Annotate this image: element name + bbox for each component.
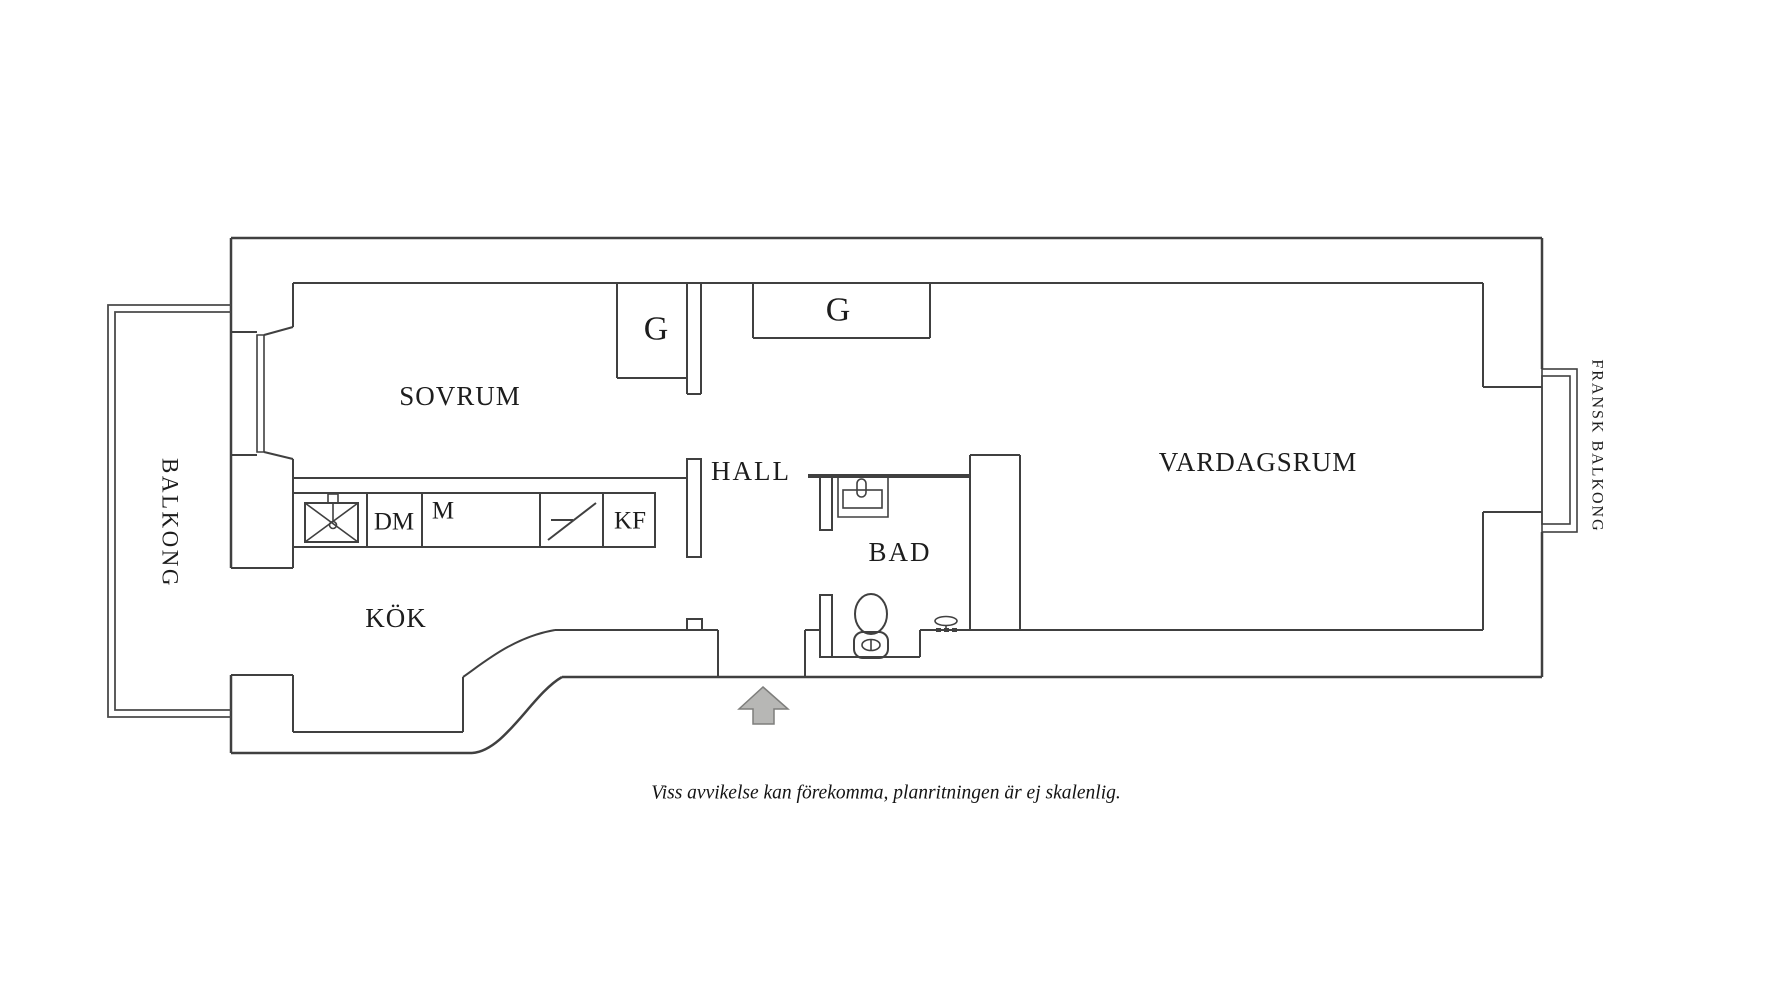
balcony-door-window-icon <box>231 326 294 460</box>
room-label-balkong: BALKONG <box>158 458 183 588</box>
french-balcony <box>1541 368 1578 533</box>
room-label-sovrum: SOVRUM <box>399 381 521 411</box>
toilet-icon <box>853 593 889 659</box>
kitchen-sink-icon <box>304 493 359 543</box>
room-label-vardagsrum: VARDAGSRUM <box>1159 447 1358 477</box>
bath-sink-icon <box>837 478 889 518</box>
bathroom-fixtures <box>837 478 958 659</box>
labels: SOVRUM KÖK HALL BAD VARDAGSRUM G G DM M … <box>158 292 1606 804</box>
room-label-bad: BAD <box>868 537 931 567</box>
worktop-symbol-icon <box>547 502 597 541</box>
room-label-hall: HALL <box>711 456 791 486</box>
closet-label-g-sovrum: G <box>644 311 669 348</box>
closets <box>616 283 931 379</box>
kitchen-counter <box>292 492 656 548</box>
closet-label-g-hall: G <box>826 292 851 329</box>
closet-g-sovrum <box>616 283 687 379</box>
room-label-fransk-balkong: FRANSK BALKONG <box>1589 359 1606 532</box>
appliance-label-kf: KF <box>614 508 646 535</box>
closet-g-hall <box>752 283 931 339</box>
inner-walls <box>231 282 1542 733</box>
disclaimer-text: Viss avvikelse kan förekomma, planritnin… <box>651 783 1121 804</box>
floor-drain-icon <box>934 615 958 632</box>
balcony <box>107 304 231 718</box>
outer-walls <box>229 236 1544 755</box>
room-label-kok: KÖK <box>365 603 427 633</box>
appliance-label-m: M <box>432 498 454 525</box>
entrance-arrow-icon <box>737 685 790 725</box>
appliance-label-dm: DM <box>374 509 414 536</box>
